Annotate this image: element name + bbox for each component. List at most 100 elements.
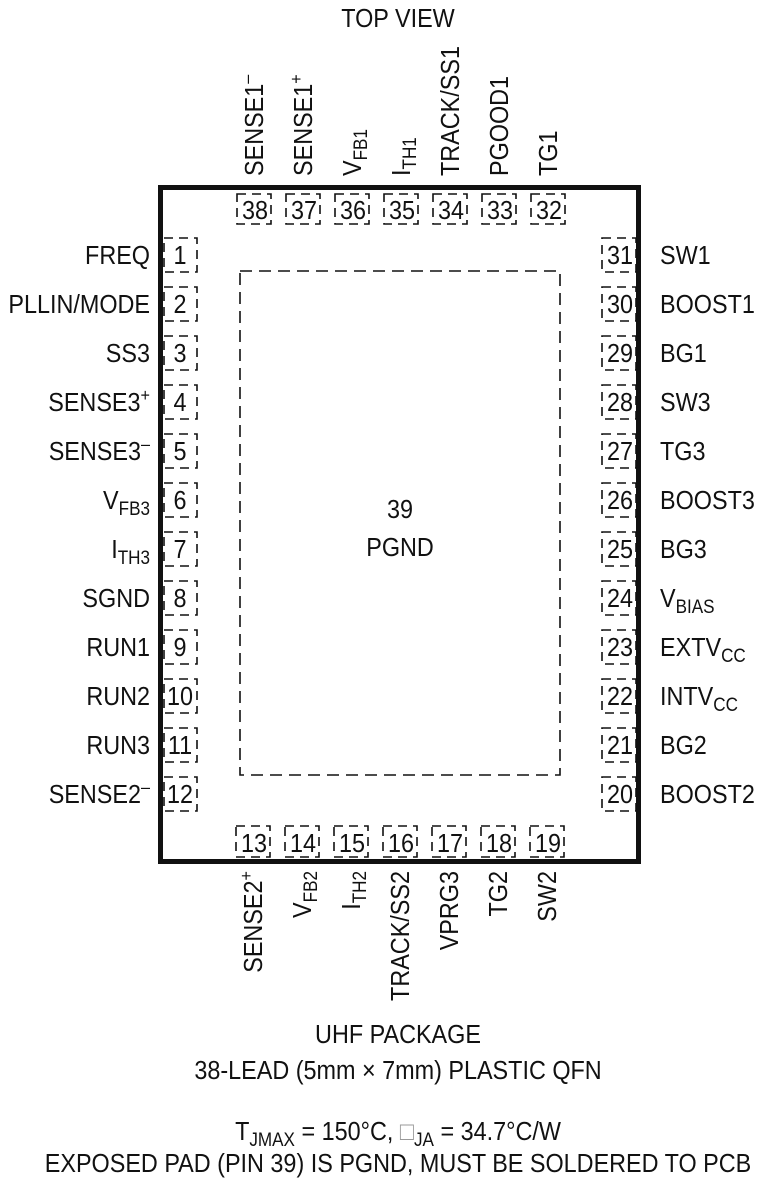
- pin-name: SGND: [82, 585, 150, 613]
- pin-number: 25: [607, 536, 633, 564]
- pin-label-left: FREQ: [85, 242, 150, 270]
- theta-symbol: □: [400, 1118, 414, 1146]
- pin-pad: [334, 193, 370, 225]
- pin-number: 35: [389, 197, 415, 225]
- pin-name-subscript: FB3: [119, 498, 150, 519]
- pin-pad: [163, 727, 198, 763]
- pin-pad: [601, 776, 637, 812]
- pin-label-top: SENSE1+: [286, 74, 318, 176]
- pin-label-bottom: VFB2: [289, 871, 321, 918]
- pin-pad: [431, 825, 467, 858]
- pin-pad: [163, 286, 198, 322]
- pin-name: TG2: [485, 871, 513, 916]
- pin-name-subscript: TH3: [118, 547, 150, 568]
- pin-name: V: [660, 585, 676, 613]
- pin-label-left: ITH3: [111, 536, 150, 568]
- pin-pad: [601, 335, 637, 371]
- pin-label-left: RUN2: [86, 683, 150, 711]
- pin-name-superscript: +: [286, 74, 306, 83]
- pin-label-right: TG3: [660, 438, 705, 466]
- pin-number: 27: [607, 438, 633, 466]
- pin-name-superscript: –: [237, 74, 257, 83]
- pin-label-left: SENSE3+: [48, 385, 150, 417]
- pin-pad: [601, 678, 637, 714]
- pin-pad: [601, 237, 637, 273]
- pin-label-bottom: ITH2: [338, 871, 370, 910]
- pin-label-right: SW3: [660, 389, 711, 417]
- pin-name: SENSE3: [48, 389, 140, 417]
- tjmax-symbol: T: [235, 1118, 249, 1146]
- pin-name: RUN1: [86, 634, 150, 662]
- package-name: UHF PACKAGE: [315, 1021, 481, 1049]
- pin-name-subscript: FB1: [350, 129, 371, 160]
- pin-number: 3: [173, 340, 186, 368]
- pin-number: 34: [438, 197, 464, 225]
- pin-name: TG1: [535, 131, 563, 176]
- pin-label-left: SS3: [106, 340, 150, 368]
- pin-pad: [601, 433, 637, 469]
- pin-pad: [163, 384, 198, 420]
- pin-name: SW1: [660, 242, 711, 270]
- pin-pad: [601, 384, 637, 420]
- tjmax-subscript: JMAX: [249, 1129, 295, 1150]
- pin-number: 16: [388, 830, 414, 858]
- pin-name: TG3: [660, 438, 705, 466]
- pin-pad: [601, 629, 637, 665]
- pin-name: I: [388, 169, 416, 176]
- pin-pad: [163, 237, 198, 273]
- pin-name: SENSE1: [290, 84, 318, 176]
- pin-label-right: BG2: [660, 732, 707, 760]
- pin-name-subscript: TH2: [349, 871, 370, 903]
- pin-label-left: PLLIN/MODE: [8, 291, 150, 319]
- pin-name: BOOST1: [660, 291, 755, 319]
- pin-label-left: RUN1: [86, 634, 150, 662]
- pin-name: SS3: [106, 340, 150, 368]
- pins: 1FREQ2PLLIN/MODE3SS34SENSE3+5SENSE3–6VFB…: [8, 46, 755, 1001]
- pin-label-right: BG1: [660, 340, 707, 368]
- pin-pad: [382, 825, 418, 858]
- pin-label-right: VBIAS: [660, 585, 715, 617]
- pin-number: 8: [173, 585, 186, 613]
- pin-number: 10: [167, 683, 193, 711]
- pin-name: VPRG3: [436, 871, 464, 950]
- tjmax-value: = 150°C,: [295, 1118, 400, 1146]
- view-label: TOP VIEW: [341, 5, 455, 33]
- pin-number: 36: [340, 197, 366, 225]
- pin-name: SENSE1: [241, 84, 269, 176]
- pin-name: PLLIN/MODE: [8, 291, 150, 319]
- pin-pad: [601, 286, 637, 322]
- pin-label-left: VFB3: [103, 487, 150, 519]
- pin-number: 12: [167, 781, 193, 809]
- pin-name-superscript: –: [141, 777, 150, 797]
- pin-number: 18: [486, 830, 512, 858]
- pin-pad: [333, 825, 369, 858]
- pin-name: PGOOD1: [486, 76, 514, 176]
- pin-label-top: TRACK/SS1: [437, 46, 465, 176]
- pin-name: EXTV: [660, 634, 722, 662]
- pin-label-top: PGOOD1: [486, 76, 514, 176]
- pin-label-right: SW1: [660, 242, 711, 270]
- pin-number: 15: [339, 830, 365, 858]
- pin-number: 20: [607, 781, 633, 809]
- pin-name: BG1: [660, 340, 707, 368]
- pin-pad: [236, 193, 272, 225]
- pin-number: 9: [173, 634, 186, 662]
- theta-value: = 34.7°C/W: [434, 1118, 562, 1146]
- pin-pad: [163, 531, 198, 567]
- pin-label-top: ITH1: [388, 137, 420, 176]
- pin-label-right: BOOST2: [660, 781, 755, 809]
- pin-label-bottom: TG2: [485, 871, 513, 916]
- pin-number: 13: [241, 830, 267, 858]
- pin-pad: [163, 678, 198, 714]
- pin-name: SW2: [534, 871, 562, 922]
- pin-pad: [163, 335, 198, 371]
- pin-name: I: [111, 536, 118, 564]
- pin-number: 30: [607, 291, 633, 319]
- pin-name-subscript: FB2: [300, 871, 321, 902]
- pin-name-superscript: –: [141, 434, 150, 454]
- pin-label-bottom: SENSE2+: [236, 871, 268, 973]
- pin-pad: [481, 193, 517, 225]
- pin-pad: [530, 193, 566, 225]
- pin-label-right: BOOST1: [660, 291, 755, 319]
